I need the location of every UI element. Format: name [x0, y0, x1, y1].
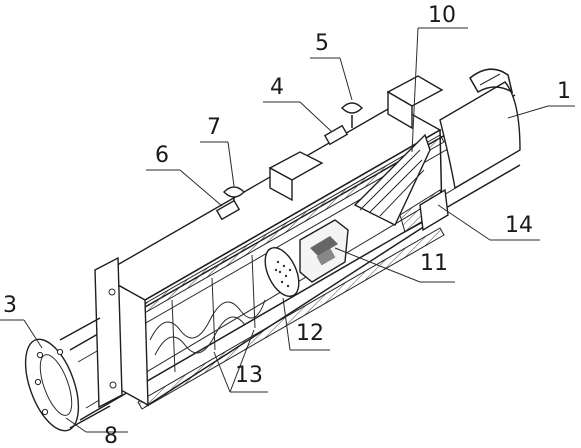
- leader-lines: [0, 27, 575, 433]
- callout-14: 14: [505, 213, 533, 238]
- knob-6: [215, 199, 241, 221]
- main-tube: [69, 94, 521, 421]
- right-pipe: [439, 68, 521, 190]
- knob-4: [323, 124, 349, 146]
- bottom-support: [419, 188, 449, 232]
- callout-12: 12: [296, 321, 324, 346]
- callout-7: 7: [207, 115, 221, 140]
- internal-baffles: [149, 254, 266, 373]
- callout-5: 5: [315, 31, 329, 56]
- callout-10: 10: [428, 3, 456, 28]
- valve-mechanism: [299, 219, 349, 283]
- callout-6: 6: [155, 143, 169, 168]
- callout-4: 4: [270, 75, 284, 100]
- callout-8: 8: [104, 424, 118, 448]
- callout-3: 3: [3, 293, 17, 318]
- callout-11: 11: [420, 251, 448, 276]
- knob-5: [341, 102, 363, 128]
- callout-13: 13: [235, 363, 263, 388]
- callout-1: 1: [557, 79, 571, 104]
- housing-box: [94, 75, 444, 409]
- left-flange: [24, 317, 111, 432]
- perforated-plate: [264, 247, 300, 297]
